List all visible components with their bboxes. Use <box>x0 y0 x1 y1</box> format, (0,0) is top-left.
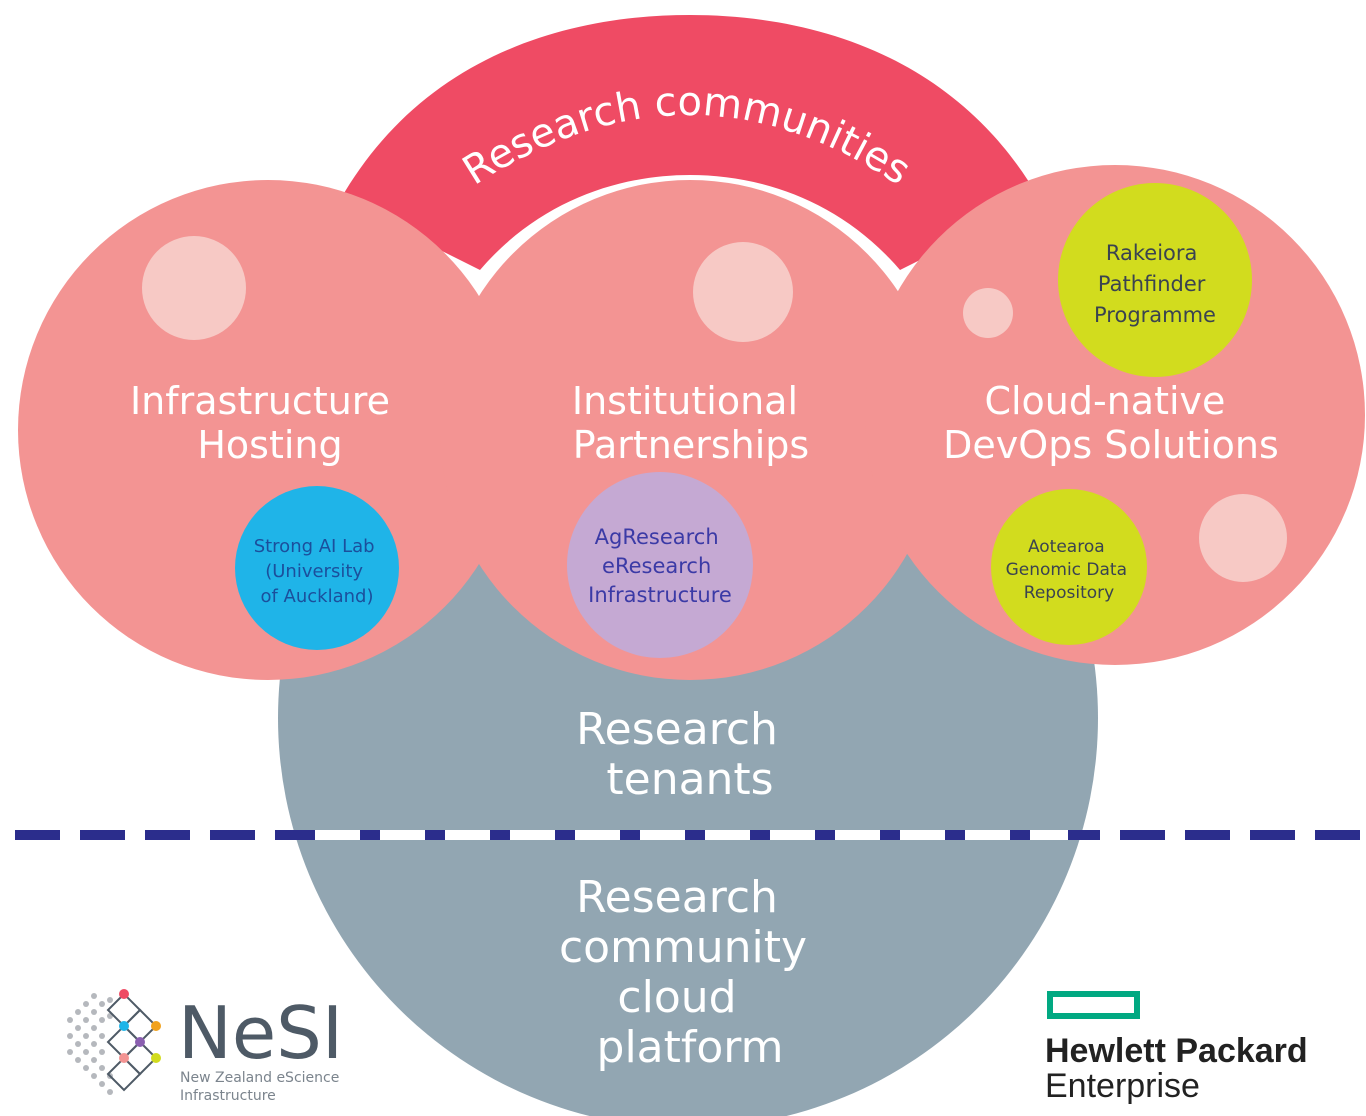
infrastructure-hosting-title: Infrastructure Hosting <box>130 379 402 467</box>
aotearoa-label: Aotearoa Genomic Data Repository <box>1006 537 1133 603</box>
agresearch-badge <box>567 472 753 658</box>
cloud-native-title: Cloud-native DevOps Solutions <box>943 379 1279 467</box>
rakeiora-label: Rakeiora Pathfinder Programme <box>1094 241 1216 327</box>
hpe-line2: Enterprise <box>1045 1067 1200 1105</box>
hpe-element-icon <box>1047 991 1140 1019</box>
nesi-dot-grid-icon <box>67 993 113 1095</box>
hpe-logo: Hewlett Packard Enterprise <box>1045 991 1308 1105</box>
nesi-subtitle-2: Infrastructure <box>180 1088 276 1104</box>
research-platform-label: Research community cloud platform <box>559 872 821 1073</box>
decor-bubble <box>1199 494 1287 582</box>
decor-bubble <box>963 288 1013 338</box>
institutional-partnerships-title: Institutional Partnerships <box>572 379 810 467</box>
research-tenants-label: Research tenants <box>576 704 792 805</box>
nesi-logo: NeSI New Zealand eScience Infrastructure <box>67 989 343 1104</box>
nesi-subtitle-1: New Zealand eScience <box>180 1070 339 1086</box>
strong-ai-lab-label: Strong AI Lab (University of Auckland) <box>254 536 381 607</box>
agresearch-label: AgResearch eResearch Infrastructure <box>588 525 732 607</box>
decor-bubble <box>142 236 246 340</box>
institutional-partnerships-circle <box>440 180 940 680</box>
rakeiora-badge <box>1058 183 1252 377</box>
decor-bubble <box>693 242 793 342</box>
aotearoa-badge <box>991 489 1147 645</box>
hpe-line1: Hewlett Packard <box>1045 1032 1308 1070</box>
nesi-network-icon <box>106 992 158 1092</box>
research-communities-arc <box>340 15 1040 270</box>
strong-ai-lab-badge <box>235 486 399 650</box>
nesi-wordmark: NeSI <box>178 991 343 1075</box>
